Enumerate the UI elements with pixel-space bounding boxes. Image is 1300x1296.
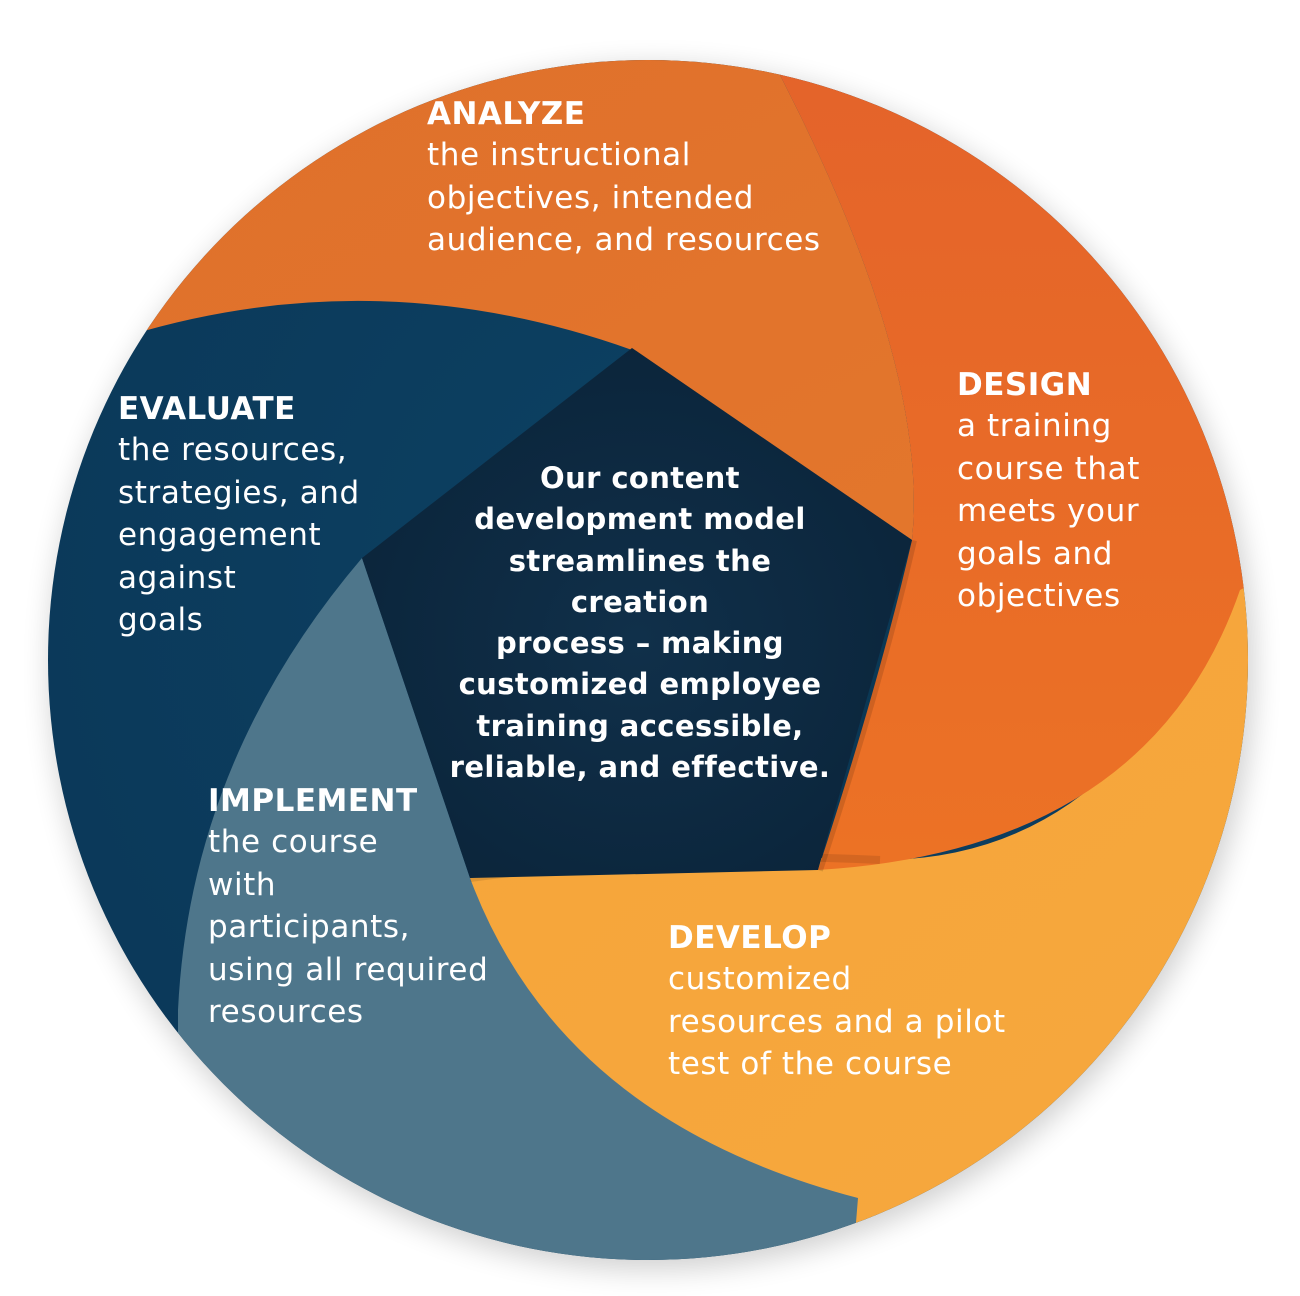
analyze-label: ANALYZE the instructional objectives, in… — [427, 94, 887, 262]
design-title: DESIGN — [957, 367, 1093, 403]
implement-label: IMPLEMENT the course with participants, … — [208, 781, 538, 1034]
design-label: DESIGN a training course that meets your… — [957, 365, 1237, 618]
center-statement: Our content development model streamline… — [449, 461, 831, 785]
implement-segment — [178, 558, 900, 1260]
analyze-description: the instructional objectives, intended a… — [427, 137, 821, 258]
develop-title: DEVELOP — [668, 920, 832, 956]
evaluate-label: EVALUATE the resources, strategies, and … — [118, 389, 418, 642]
implement-title: IMPLEMENT — [208, 783, 418, 819]
develop-label: DEVELOP customized resources and a pilot… — [668, 918, 1088, 1086]
implement-description: the course with participants, using all … — [208, 824, 489, 1030]
analyze-title: ANALYZE — [427, 96, 586, 132]
design-edge-shade — [813, 538, 917, 872]
evaluate-title: EVALUATE — [118, 391, 296, 427]
develop-description: customized resources and a pilot test of… — [668, 961, 1006, 1082]
evaluate-description: the resources, strategies, and engagemen… — [118, 432, 360, 638]
design-description: a training course that meets your goals … — [957, 408, 1141, 614]
center-pentagon — [362, 348, 912, 878]
